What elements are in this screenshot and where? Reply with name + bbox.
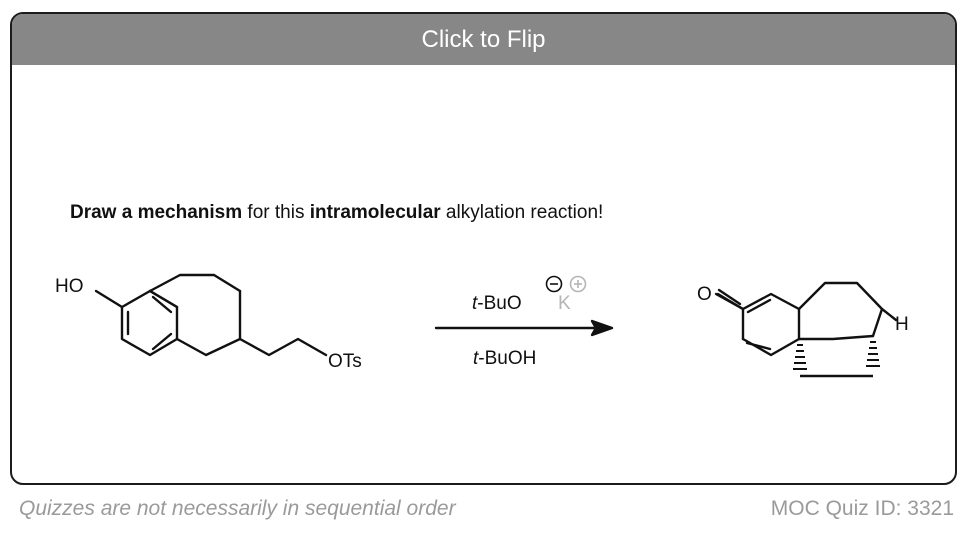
positive-charge-icon [569, 275, 587, 293]
carbonyl-oxygen-label: O [697, 284, 712, 305]
quiz-id: MOC Quiz ID: 3321 [770, 497, 954, 520]
question-plain-1: for this [242, 202, 310, 223]
counterion-label: K [558, 293, 571, 314]
click-to-flip-button[interactable]: Click to Flip [12, 14, 955, 65]
negative-charge-icon [545, 275, 563, 293]
tosylate-label: OTs [328, 351, 362, 372]
quiz-order-note: Quizzes are not necessarily in sequentia… [19, 497, 456, 520]
flashcard[interactable]: Click to Flip Draw a mechanism for this … [10, 12, 957, 485]
flip-label: Click to Flip [421, 25, 546, 53]
reaction-arrow [434, 319, 614, 337]
question-bold-1: Draw a mechanism [70, 202, 243, 223]
hydrogen-label: H [895, 314, 909, 335]
hashed-bonds [793, 341, 880, 370]
reactant-molecule [94, 273, 328, 357]
hydroxyl-label: HO [55, 276, 84, 297]
base-label: t-BuO [472, 293, 522, 314]
solvent-label: t-BuOH [473, 348, 536, 369]
top-strip [0, 0, 972, 10]
product-molecule [714, 281, 898, 357]
question-plain-2: alkylation reaction! [440, 202, 604, 223]
question-text: Draw a mechanism for this intramolecular… [70, 202, 603, 224]
question-bold-2: intramolecular [309, 202, 441, 223]
